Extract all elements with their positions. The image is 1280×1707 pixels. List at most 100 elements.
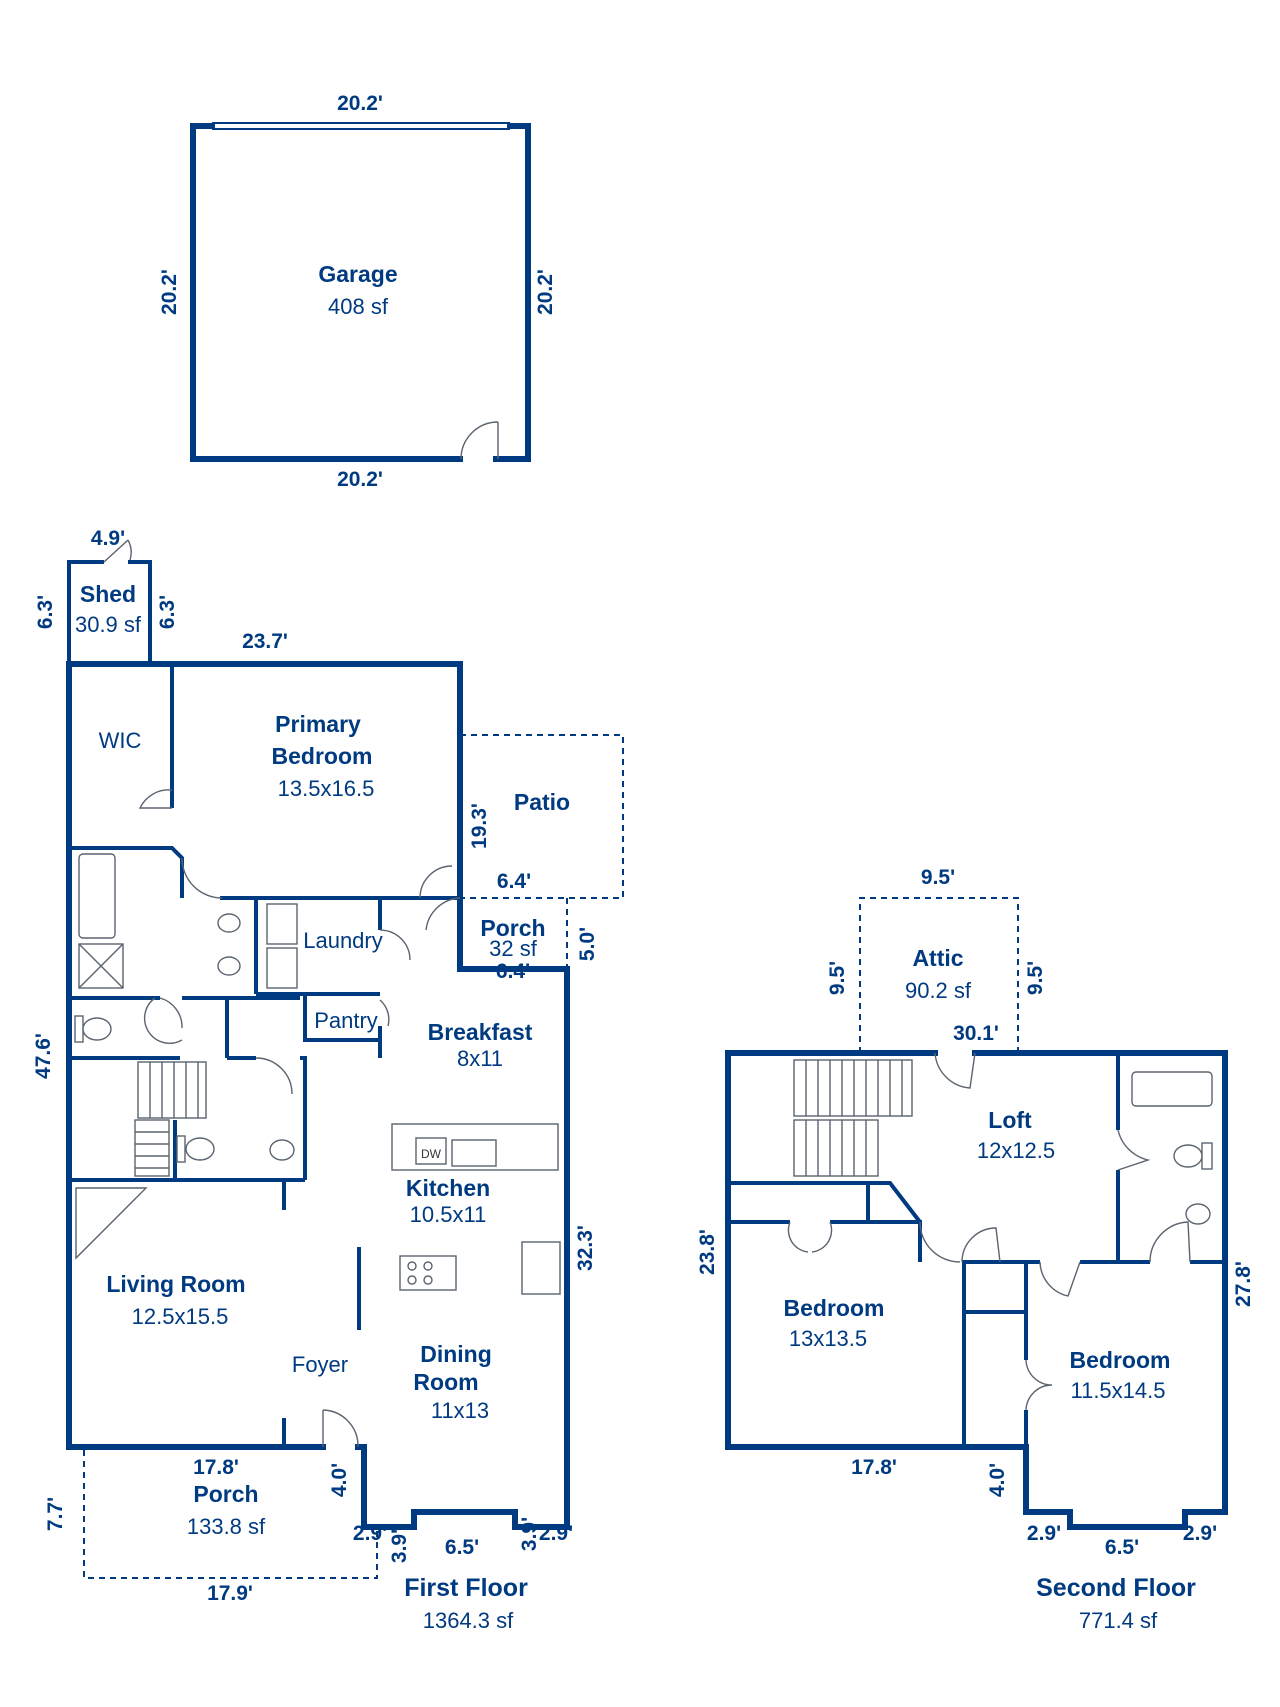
garage-door-swing: [460, 421, 499, 460]
bay-dim-right: 2.9': [539, 1522, 573, 1545]
shed-area: 30.9 sf: [75, 612, 142, 637]
bath-left-wall-2: [1116, 1170, 1150, 1264]
second-floor-dim-top: 30.1': [953, 1022, 999, 1045]
first-floor-title: First Floor: [404, 1574, 528, 1602]
bath-door-swing: [181, 857, 223, 899]
first-floor: 4.9' Shed 30.9 sf 6.3' 6.3' 23.7' WIC Pr…: [32, 527, 624, 1633]
upper-stairs-run-1: [793, 1059, 913, 1117]
second-floor-exterior-wall: [972, 1050, 1228, 1530]
garage-dim-bottom: 20.2': [337, 468, 383, 491]
upper-stairs: [793, 1059, 913, 1177]
first-floor-dim-bottom-left: 17.8': [193, 1456, 239, 1479]
bedroom-left-name: Bedroom: [784, 1295, 885, 1321]
half-bath-toilet-tank-icon: [176, 1135, 186, 1163]
stairs-upper-run: [137, 1061, 207, 1119]
closet-doors: [1025, 1359, 1053, 1411]
bath-door-swing: [1117, 1129, 1151, 1171]
bath-door-2-swing: [143, 997, 183, 1044]
second-floor: 9.5' Attic 90.2 sf 9.5' 9.5' 30.1' Loft …: [696, 866, 1255, 1633]
second-bay-dim-left: 2.9': [1027, 1522, 1061, 1545]
shed-dim-top: 4.9': [91, 527, 125, 550]
first-floor-area: 1364.3 sf: [423, 1608, 514, 1633]
upstairs-bathtub-icon: [1131, 1071, 1213, 1107]
bedroom-right-size: 11.5x14.5: [1070, 1378, 1165, 1403]
laundry-name: Laundry: [303, 928, 383, 953]
garage-dim-top: 20.2': [337, 92, 383, 115]
patio-outline: [460, 734, 624, 899]
second-bay-dim-drop: 4.0': [986, 1463, 1009, 1497]
dryer-icon: [266, 947, 298, 989]
first-floor-dim-right: 32.3': [574, 1225, 597, 1271]
living-room-size: 12.5x15.5: [132, 1304, 229, 1329]
back-porch-dim-depth: 5.0': [576, 927, 599, 961]
pantry-wall: [303, 994, 380, 1042]
shed-dim-left: 6.3': [34, 595, 57, 629]
second-bay-dim-right: 2.9': [1183, 1522, 1217, 1545]
attic-door-swing: [934, 1052, 976, 1089]
back-porch-area: 32 sf: [489, 936, 538, 961]
second-floor-exterior-wall-left: [725, 1050, 1029, 1450]
bedroom-left-size: 13x13.5: [789, 1326, 867, 1351]
toilet-icon: [82, 1017, 112, 1041]
upstairs-sink-icon: [1185, 1203, 1211, 1225]
fireplace-icon: [75, 1187, 148, 1260]
sink-icon-2: [217, 956, 241, 976]
primary-bedroom-size: 13.5x16.5: [278, 776, 375, 801]
patio-dim-side: 19.3': [468, 803, 491, 849]
bay-dim-right-inner: 3.9': [518, 1517, 541, 1551]
garage: Garage 408 sf 20.2' 20.2' 20.2' 20.2': [158, 92, 557, 491]
attic-dim-right: 9.5': [1024, 961, 1047, 995]
bedroom-left-closet-doors: [787, 1221, 833, 1253]
kitchen-sink-icon: [451, 1139, 497, 1167]
garage-wall: [190, 123, 463, 462]
laundry-door-swing: [379, 929, 411, 961]
garage-area: 408 sf: [328, 294, 389, 319]
foyer-name: Foyer: [292, 1352, 348, 1377]
primary-bedroom-name-2: Bedroom: [272, 743, 373, 769]
upstairs-toilet-icon: [1173, 1144, 1203, 1168]
patio-dim-bottom: 6.4': [497, 870, 531, 893]
wic-name: WIC: [99, 728, 142, 753]
breakfast-size: 8x11: [457, 1046, 503, 1071]
front-porch-name: Porch: [193, 1481, 258, 1507]
primary-bedroom-name-1: Primary: [275, 711, 361, 737]
bath-top-wall: [69, 846, 184, 898]
toilet-tank-icon: [74, 1015, 84, 1043]
bath-door-2-swing: [1149, 1221, 1191, 1263]
closet-wall: [964, 1262, 1028, 1314]
back-porch-name: Porch: [480, 915, 545, 941]
dishwasher-label: DW: [421, 1147, 442, 1161]
range-icon: [399, 1255, 457, 1291]
front-porch-dim-bottom: 17.9': [207, 1582, 253, 1605]
wic-door-swing: [138, 789, 173, 809]
shed-wall: [67, 560, 104, 664]
attic-dim-left: 9.5': [826, 961, 849, 995]
patio-door-swing: [419, 865, 461, 931]
pantry-name: Pantry: [314, 1008, 378, 1033]
refrigerator-icon: [521, 1241, 561, 1295]
kitchen-name: Kitchen: [406, 1175, 490, 1201]
front-porch-area: 133.8 sf: [187, 1514, 266, 1539]
bedroom-left-door-swing: [919, 1221, 961, 1263]
garage-dim-left: 20.2': [158, 269, 181, 315]
second-floor-title: Second Floor: [1036, 1574, 1196, 1602]
attic-outline: [859, 897, 1019, 1053]
second-floor-dim-left: 23.8': [696, 1229, 719, 1275]
bay-dim-left: 2.9': [353, 1522, 387, 1545]
shed-name: Shed: [80, 581, 136, 607]
bedroom-right-name: Bedroom: [1070, 1347, 1171, 1373]
stair-angle-wall: [868, 1181, 922, 1224]
loft-size: 12x12.5: [977, 1138, 1055, 1163]
second-floor-area: 771.4 sf: [1079, 1608, 1158, 1633]
dining-room-name-1: Dining: [420, 1341, 492, 1367]
stair-landing-wall: [728, 1181, 922, 1224]
washer-icon: [266, 903, 298, 945]
bay-dim-left-inner: 3.9': [388, 1529, 411, 1563]
first-floor-dim-left: 47.6': [32, 1033, 55, 1079]
bay-dim-center: 6.5': [445, 1536, 479, 1559]
garage-wall-right: [493, 123, 531, 462]
half-bath-sink-icon: [269, 1139, 295, 1161]
sink-icon: [217, 913, 241, 933]
stairs: [134, 1061, 207, 1177]
bathtub-icon: [78, 853, 116, 939]
